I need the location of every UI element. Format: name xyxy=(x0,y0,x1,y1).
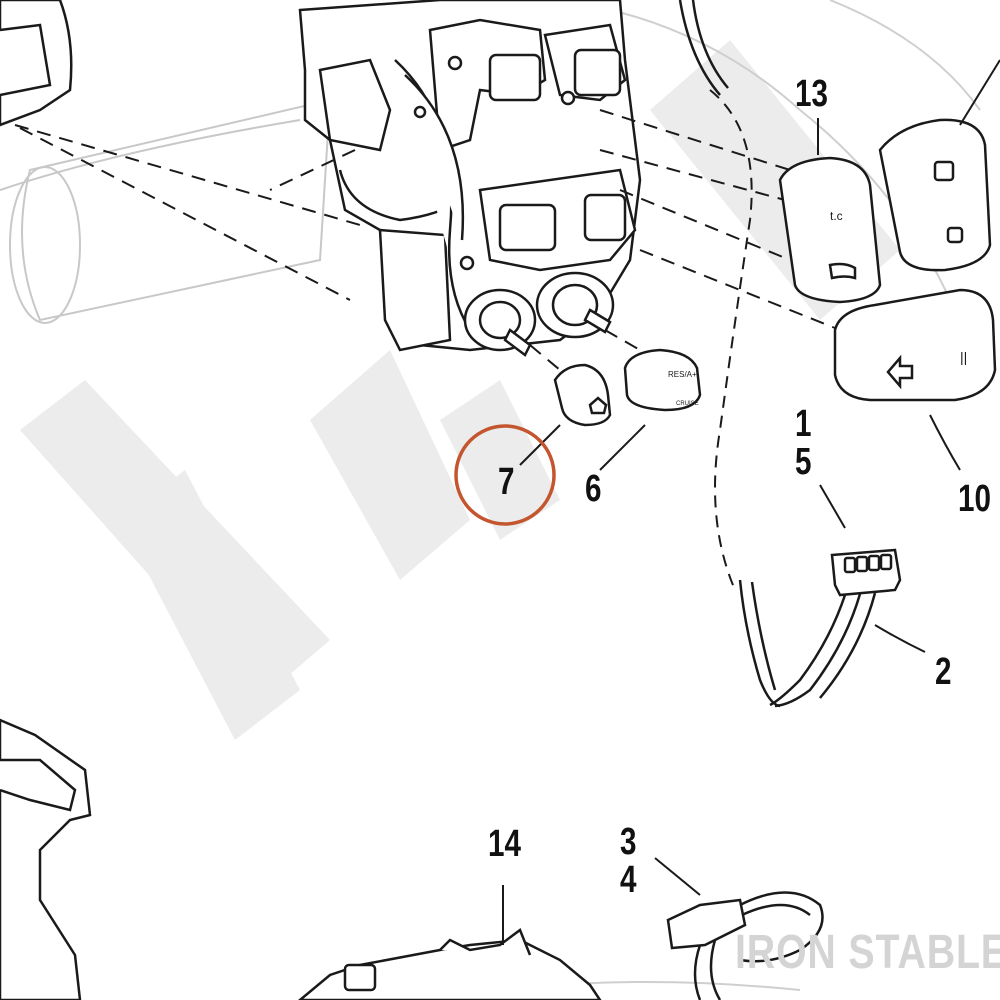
part-7-knob-cap xyxy=(553,363,612,427)
headlight-switch-cap xyxy=(878,118,992,272)
svg-text:CRUISE: CRUISE xyxy=(676,401,699,407)
part-3-4-connector xyxy=(666,891,824,1000)
handlebar-outline xyxy=(0,93,381,324)
iron-stable-watermark: IRON STABLE xyxy=(735,926,1000,979)
callout-14: 14 xyxy=(488,823,521,865)
callout-2: 2 xyxy=(935,651,952,693)
callout-leader-lines xyxy=(502,59,1000,945)
callout-6: 6 xyxy=(585,468,602,510)
part-14-switch-assembly xyxy=(298,928,602,1000)
left-housing-bottom xyxy=(0,718,92,1000)
highlight-circle xyxy=(454,424,556,526)
housing-rotary-knobs xyxy=(463,271,615,357)
svg-text:RES/A+: RES/A+ xyxy=(668,370,697,379)
switch-housing-assembly xyxy=(298,0,642,352)
wire-top xyxy=(678,0,729,96)
svg-text:t.c: t.c xyxy=(830,209,843,223)
svg-text:||: || xyxy=(960,349,967,365)
callout-10: 10 xyxy=(958,478,991,520)
part-6-cruise-switch-cap: RES/A+ CRUISE xyxy=(623,348,702,412)
part-10-turn-signal-cap: || xyxy=(833,288,997,402)
callout-1-5: 1 5 xyxy=(795,403,812,483)
callout-13: 13 xyxy=(795,73,828,115)
callout-3-4: 3 4 xyxy=(620,821,637,901)
part-13-switch-cap: t.c xyxy=(778,156,882,304)
part-2-harness-connector xyxy=(738,548,902,708)
left-housing-top xyxy=(0,0,73,127)
callout-7: 7 xyxy=(498,461,515,503)
dashed-assembly-lines xyxy=(14,109,961,371)
dashed-wire-route xyxy=(709,89,753,591)
